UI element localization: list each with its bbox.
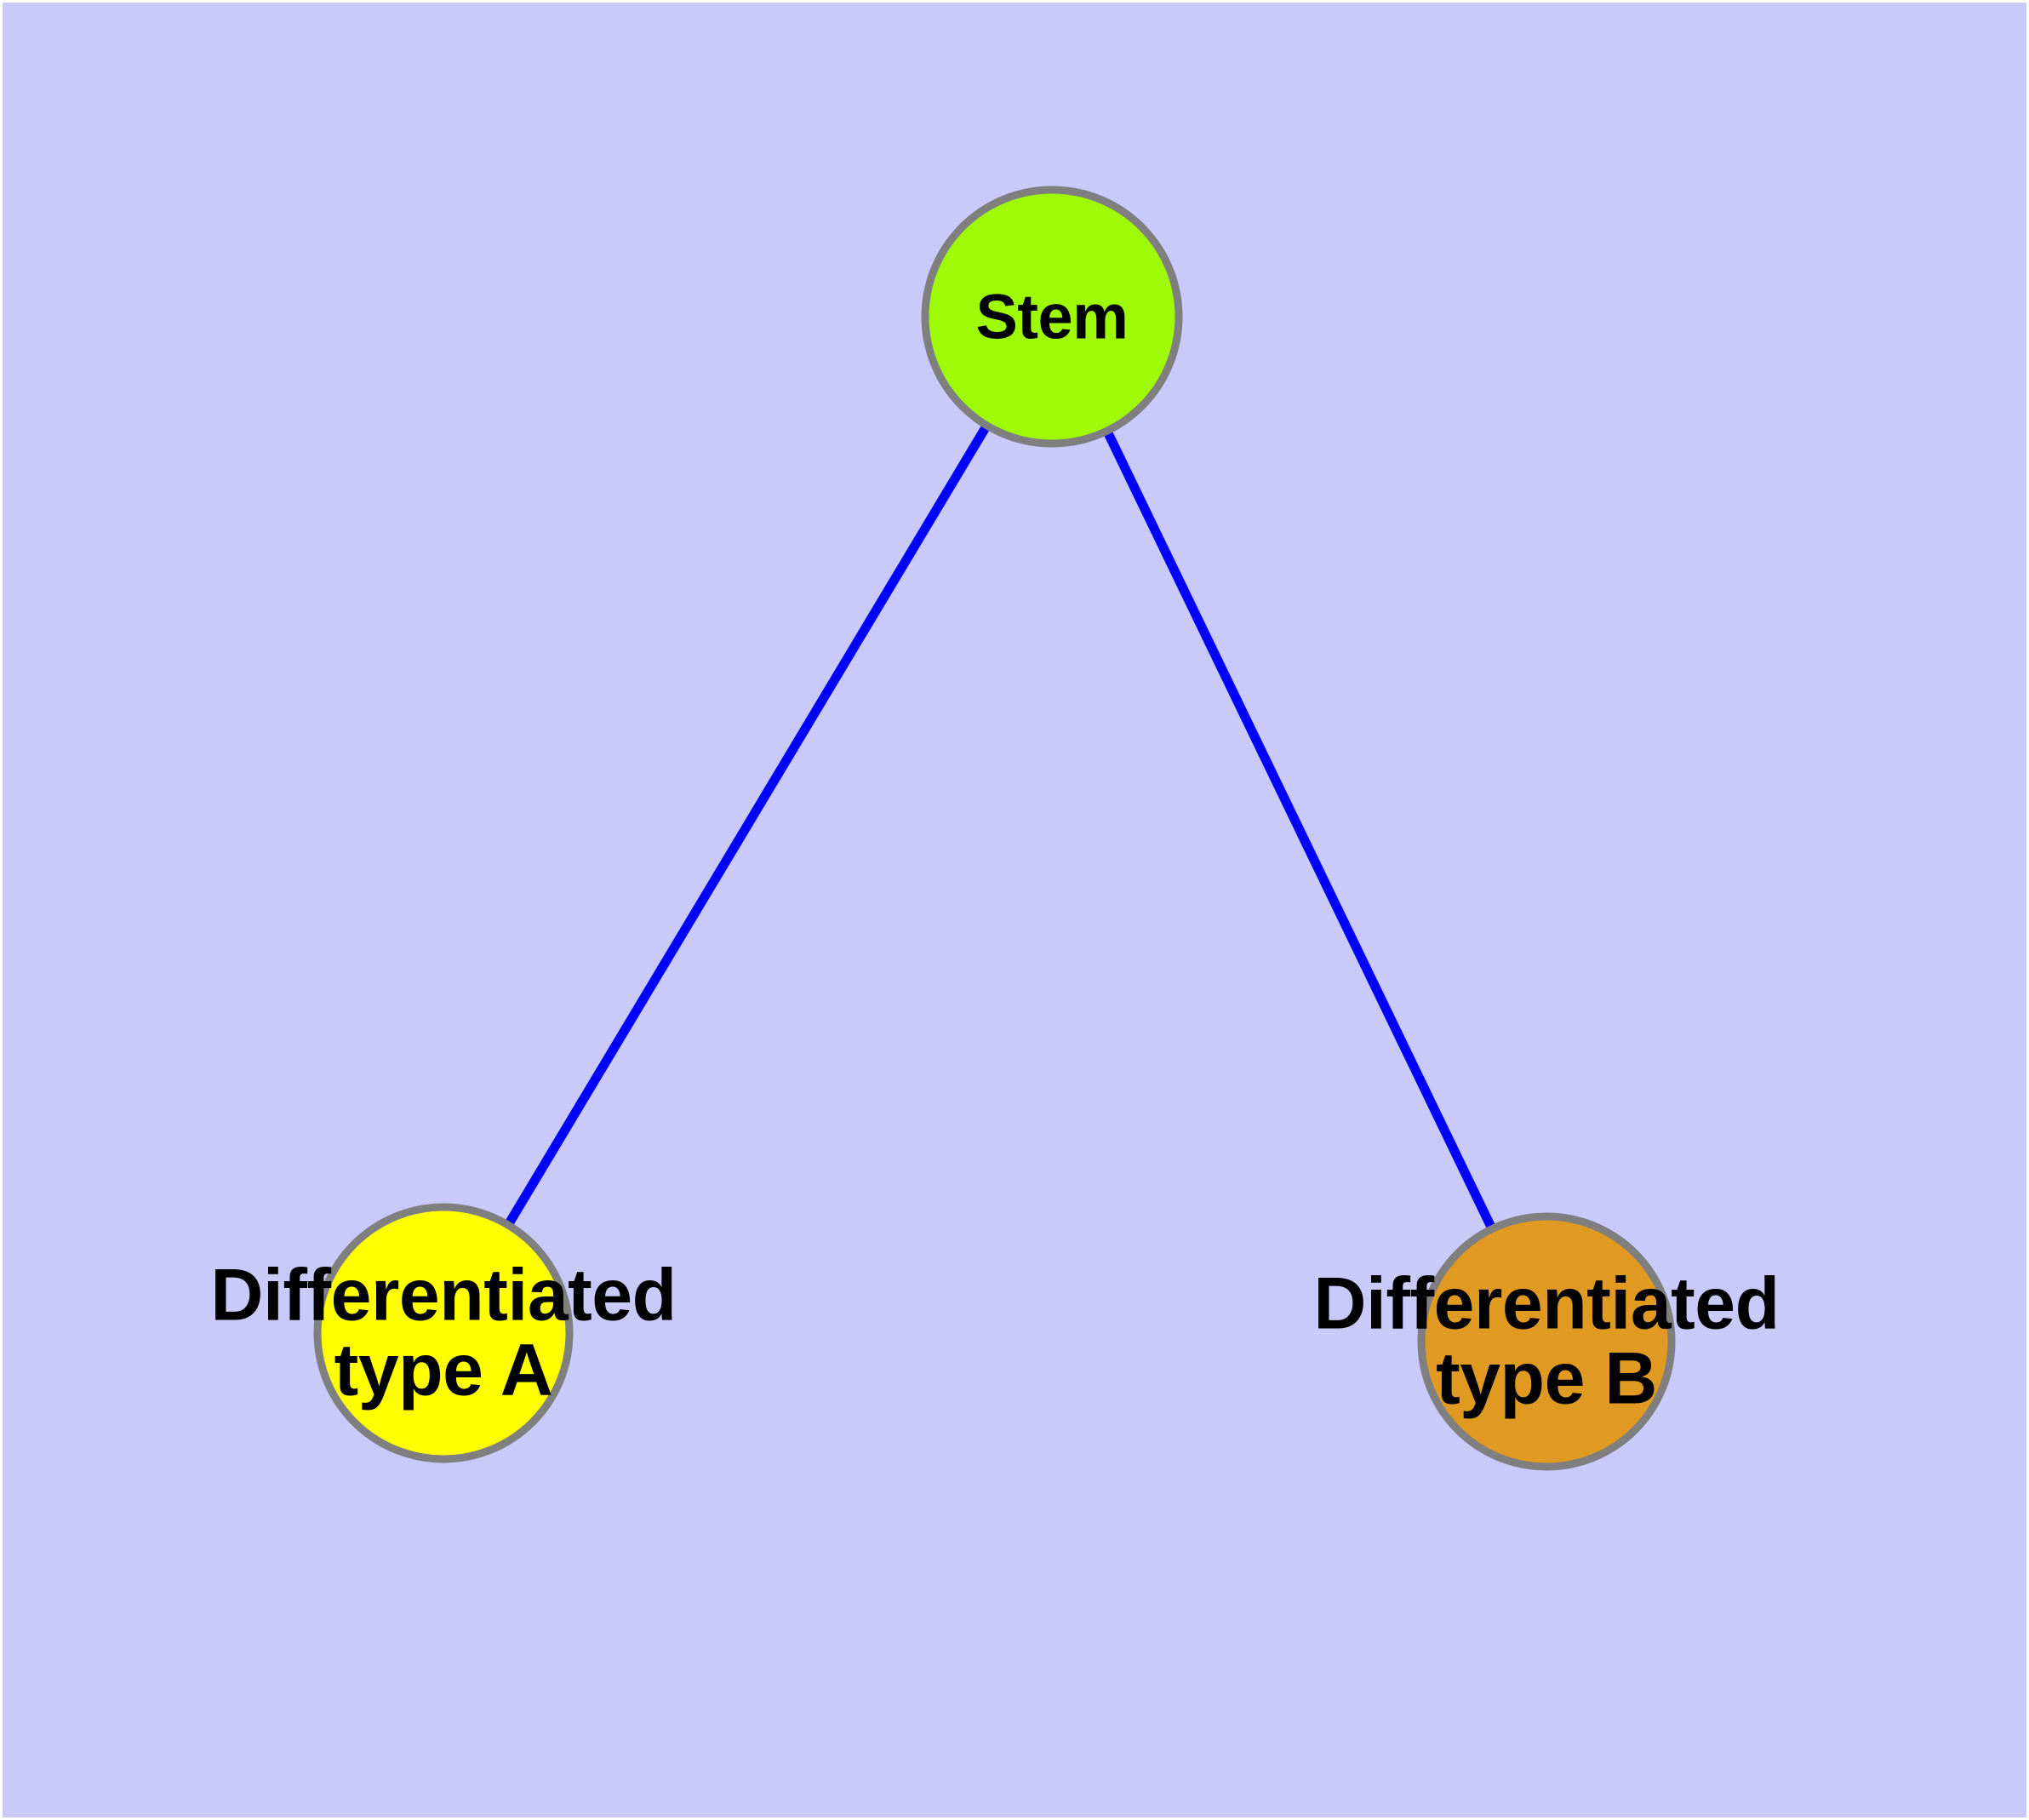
graph-node-diff-b[interactable] [1417,1212,1676,1471]
graph-edge [1101,426,1498,1234]
edges-layer [502,420,1498,1234]
graph-node-stem[interactable] [921,186,1183,448]
graph-node-diff-a[interactable] [313,1203,574,1463]
nodes-layer [313,186,1676,1471]
graph-edge [502,420,993,1231]
